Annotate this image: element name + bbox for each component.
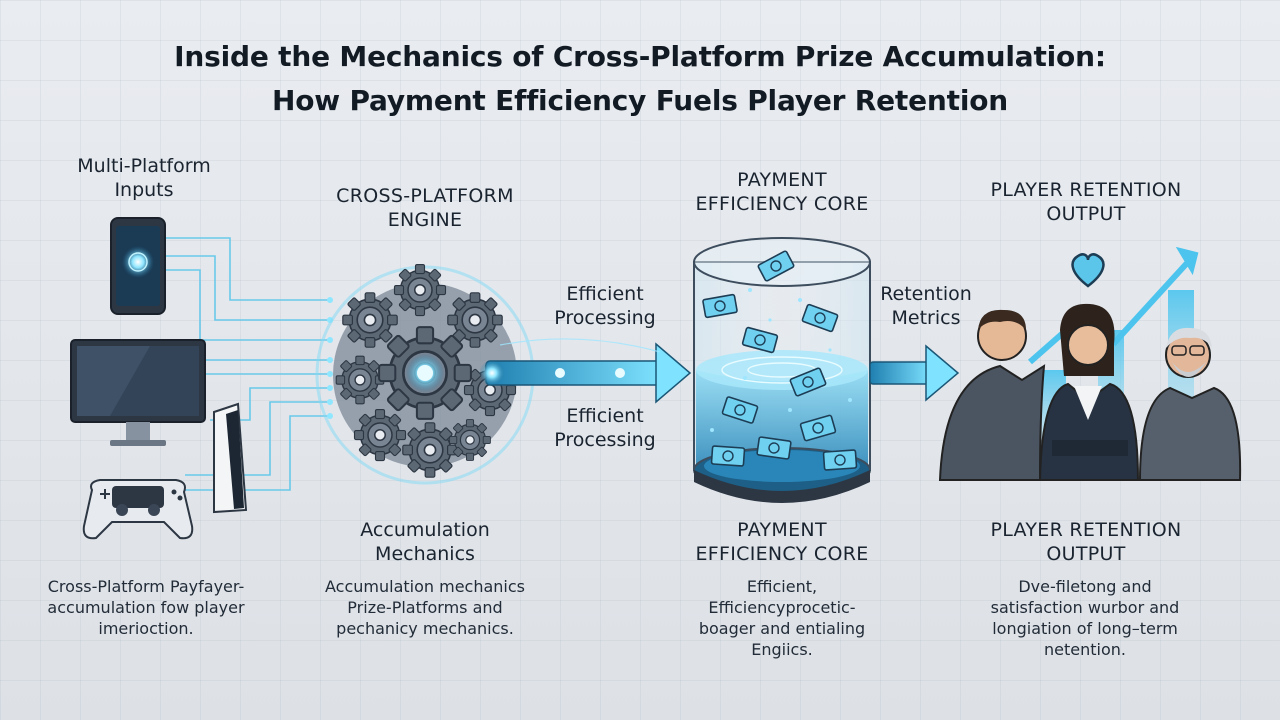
smartphone-icon (110, 217, 166, 315)
engine-subheading-line1: Accumulation (360, 519, 490, 541)
core-desc-line4: Engiics. (751, 640, 813, 659)
inputs-heading-line2: Inputs (114, 179, 174, 201)
processing-arrow (479, 342, 692, 404)
page-title-line1: Inside the Mechanics of Cross-Platform P… (174, 40, 1106, 73)
retention-metrics-label: Retention Metrics (866, 282, 986, 330)
core-description: Efficient, Efficiencyprocetic- boager an… (672, 576, 892, 660)
output-heading-line1: PLAYER RETENTION (990, 179, 1182, 201)
inputs-heading: Multi-Platform Inputs (52, 154, 236, 202)
player-icon (938, 309, 1046, 481)
console-icon (213, 402, 248, 514)
output-desc-line3: longiation of long–term (992, 619, 1178, 638)
core-desc-line1: Efficient, (746, 577, 818, 596)
engine-subheading-line2: Mechanics (375, 543, 475, 565)
output-subheading-line2: OUTPUT (1046, 543, 1126, 565)
flow-upper-line2: Processing (554, 307, 656, 329)
output-heading: PLAYER RETENTION OUTPUT (966, 178, 1206, 226)
flow-upper-line1: Efficient (566, 283, 644, 305)
engine-desc-line1: Accumulation mechanics (325, 577, 525, 596)
flow-lower-line2: Processing (554, 429, 656, 451)
engine-heading-line2: ENGINE (387, 209, 463, 231)
output-desc-line4: netention. (1044, 640, 1126, 659)
heart-icon (1071, 253, 1105, 288)
retention-line2: Metrics (891, 307, 961, 329)
engine-subheading: Accumulation Mechanics (310, 518, 540, 566)
output-subheading: PLAYER RETENTION OUTPUT (966, 518, 1206, 566)
inputs-heading-line1: Multi-Platform (77, 155, 211, 177)
core-desc-line2: Efficiencyprocetic- (708, 598, 856, 617)
efficient-processing-label-upper: Efficient Processing (540, 282, 670, 330)
output-subheading-line1: PLAYER RETENTION (990, 519, 1182, 541)
cylinder-icon (693, 237, 871, 503)
output-desc-line2: satisfaction wurbor and (990, 598, 1180, 617)
core-desc-line3: boager and entialing (698, 619, 866, 638)
output-desc-line1: Dve-filetong and (1018, 577, 1152, 596)
inputs-description: Cross-Platform Payfayer- accumulation fo… (26, 576, 266, 639)
retention-arrow (869, 344, 960, 402)
core-heading: PAYMENT EFFICIENCY CORE (672, 168, 892, 216)
inputs-desc-line1: Cross-Platform Payfayer- (47, 577, 245, 596)
engine-description: Accumulation mechanics Prize-Platforms a… (300, 576, 550, 639)
output-heading-line2: OUTPUT (1046, 203, 1126, 225)
core-subheading: PAYMENT EFFICIENCY CORE (672, 518, 892, 566)
page-title-line2: How Payment Efficiency Fuels Player Rete… (271, 84, 1008, 117)
engine-desc-line3: pechanicy mechanics. (336, 619, 514, 638)
gamepad-icon (82, 479, 194, 540)
player-icon (1038, 303, 1140, 481)
core-heading-line2: EFFICIENCY CORE (695, 193, 869, 215)
efficient-processing-label-lower: Efficient Processing (540, 404, 670, 452)
output-description: Dve-filetong and satisfaction wurbor and… (960, 576, 1210, 660)
engine-desc-line2: Prize-Platforms and (347, 598, 503, 617)
gear-cluster-icon (335, 263, 517, 479)
core-heading-line1: PAYMENT (737, 169, 827, 191)
inputs-desc-line3: imerioction. (98, 619, 194, 638)
engine-heading-line1: CROSS-PLATFORM (336, 185, 514, 207)
engine-heading: CROSS-PLATFORM ENGINE (305, 184, 545, 232)
core-subheading-line2: EFFICIENCY CORE (695, 543, 869, 565)
core-subheading-line1: PAYMENT (737, 519, 827, 541)
flow-lower-line1: Efficient (566, 405, 644, 427)
monitor-icon (70, 339, 206, 446)
inputs-desc-line2: accumulation fow player (47, 598, 245, 617)
player-icon (1138, 327, 1242, 481)
retention-line1: Retention (880, 283, 972, 305)
